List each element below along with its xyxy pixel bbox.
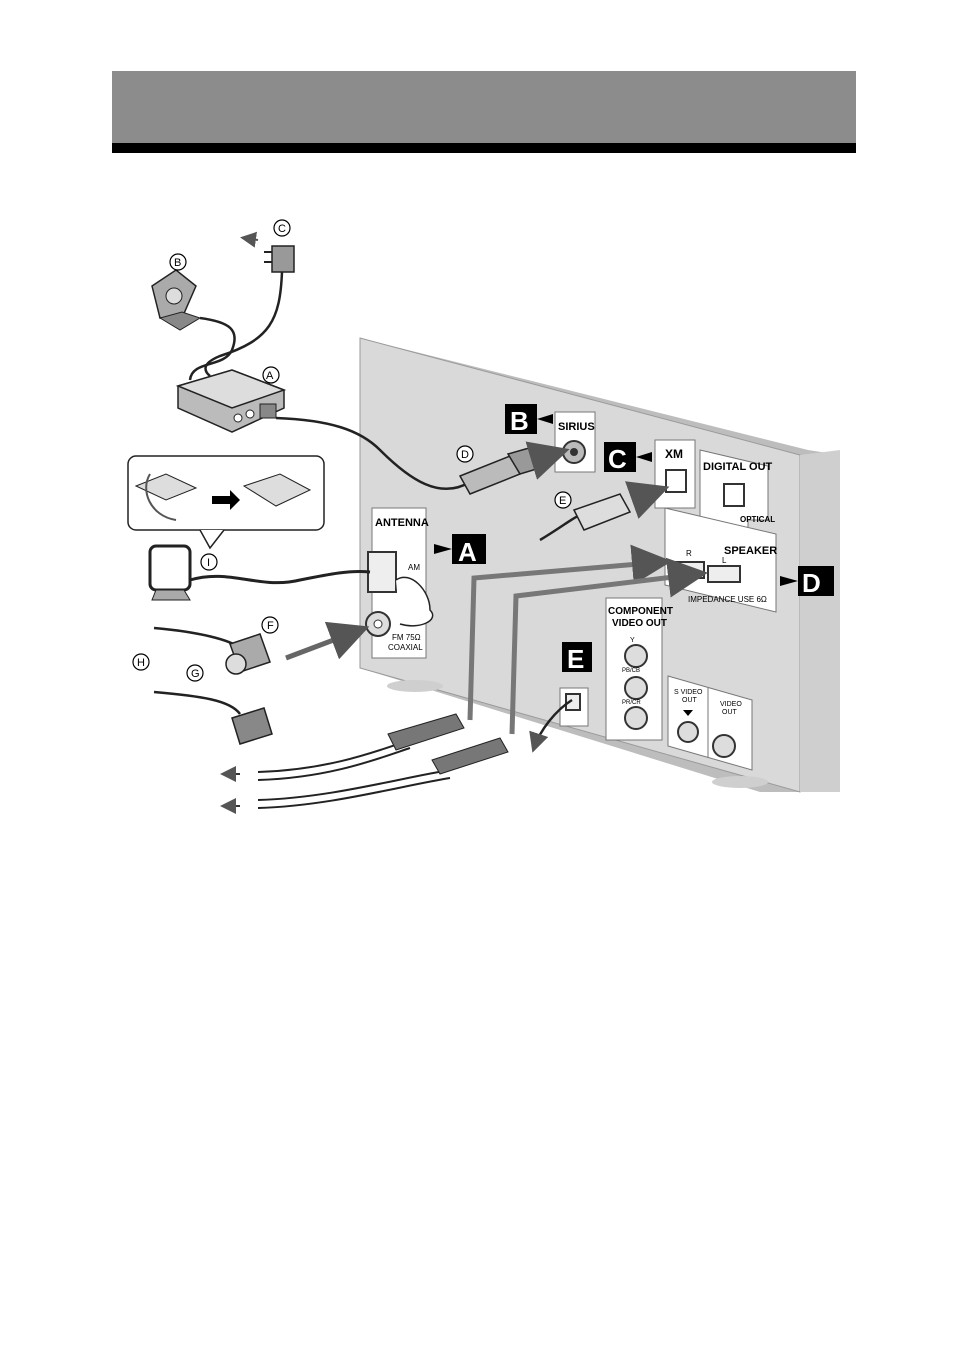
unit-foot [712, 776, 768, 788]
unit-foot [387, 680, 443, 692]
sirius-jack-panel: SIRIUS [555, 412, 595, 472]
callout-a: A [263, 367, 279, 383]
video-label-line2: OUT [722, 709, 738, 716]
xm-jack-panel: XM [655, 440, 695, 508]
optical-jack [724, 484, 744, 506]
impedance-label: IMPEDANCE USE 6Ω [688, 595, 767, 604]
speaker-l-terminal [708, 566, 740, 582]
video-jack [713, 735, 735, 757]
fm-coaxial-cable [154, 628, 360, 744]
callout-h: H [133, 654, 149, 670]
callout-f: F [262, 617, 278, 633]
svg-text:B: B [510, 406, 529, 436]
sirius-label: SIRIUS [558, 421, 595, 433]
satellite-antenna [152, 270, 200, 330]
comp-y-jack [625, 645, 647, 667]
speaker-r-label: R [686, 549, 692, 558]
svg-text:D: D [461, 449, 469, 461]
am-antenna-assembly-inset [128, 456, 324, 548]
callout-d: D [457, 446, 473, 462]
component-label-line1: COMPONENT [608, 606, 673, 617]
svg-text:A: A [266, 370, 274, 382]
comp-pb-jack [625, 677, 647, 699]
svg-text:E: E [559, 495, 566, 507]
digital-out-label: DIGITAL OUT [703, 461, 773, 473]
svg-text:H: H [137, 657, 145, 669]
callout-i: I [201, 554, 217, 570]
video-label-line1: VIDEO [720, 701, 742, 708]
svideo-label-line2: OUT [682, 697, 698, 704]
xm-jack [666, 470, 686, 492]
svg-text:E: E [567, 644, 584, 674]
speaker-l-label: L [722, 556, 727, 565]
speaker-label: SPEAKER [724, 545, 777, 557]
callout-b: B [170, 254, 186, 270]
svg-text:C: C [608, 444, 627, 474]
fm-label-line1: FM 75Ω [392, 633, 421, 642]
marker-e: E [562, 642, 592, 674]
callout-e: E [555, 492, 571, 508]
digital-out-panel: DIGITAL OUT OPTICAL [700, 450, 775, 528]
comp-pb-label: PB/CB [622, 668, 640, 674]
svg-text:C: C [278, 223, 286, 235]
svideo-jack [678, 722, 698, 742]
am-terminal [368, 552, 396, 592]
am-label: AM [408, 563, 420, 572]
component-label-line2: VIDEO OUT [612, 618, 667, 629]
callout-g: G [187, 665, 203, 681]
svg-text:F: F [267, 620, 274, 632]
comp-y-label: Y [630, 637, 635, 644]
svideo-label-line1: S VIDEO [674, 689, 703, 696]
comp-pr-jack [625, 707, 647, 729]
svg-text:G: G [191, 668, 200, 680]
xm-label: XM [665, 447, 683, 461]
svg-text:D: D [802, 568, 821, 598]
svg-text:B: B [174, 257, 181, 269]
optical-label: OPTICAL [740, 515, 775, 524]
fm-label-line2: COAXIAL [388, 643, 423, 652]
svg-text:I: I [207, 557, 210, 569]
callout-c: C [274, 220, 290, 236]
svg-text:A: A [458, 537, 477, 567]
antenna-label: ANTENNA [375, 517, 429, 529]
ac-adapter [244, 238, 294, 272]
comp-pr-label: PR/CR [622, 700, 641, 706]
